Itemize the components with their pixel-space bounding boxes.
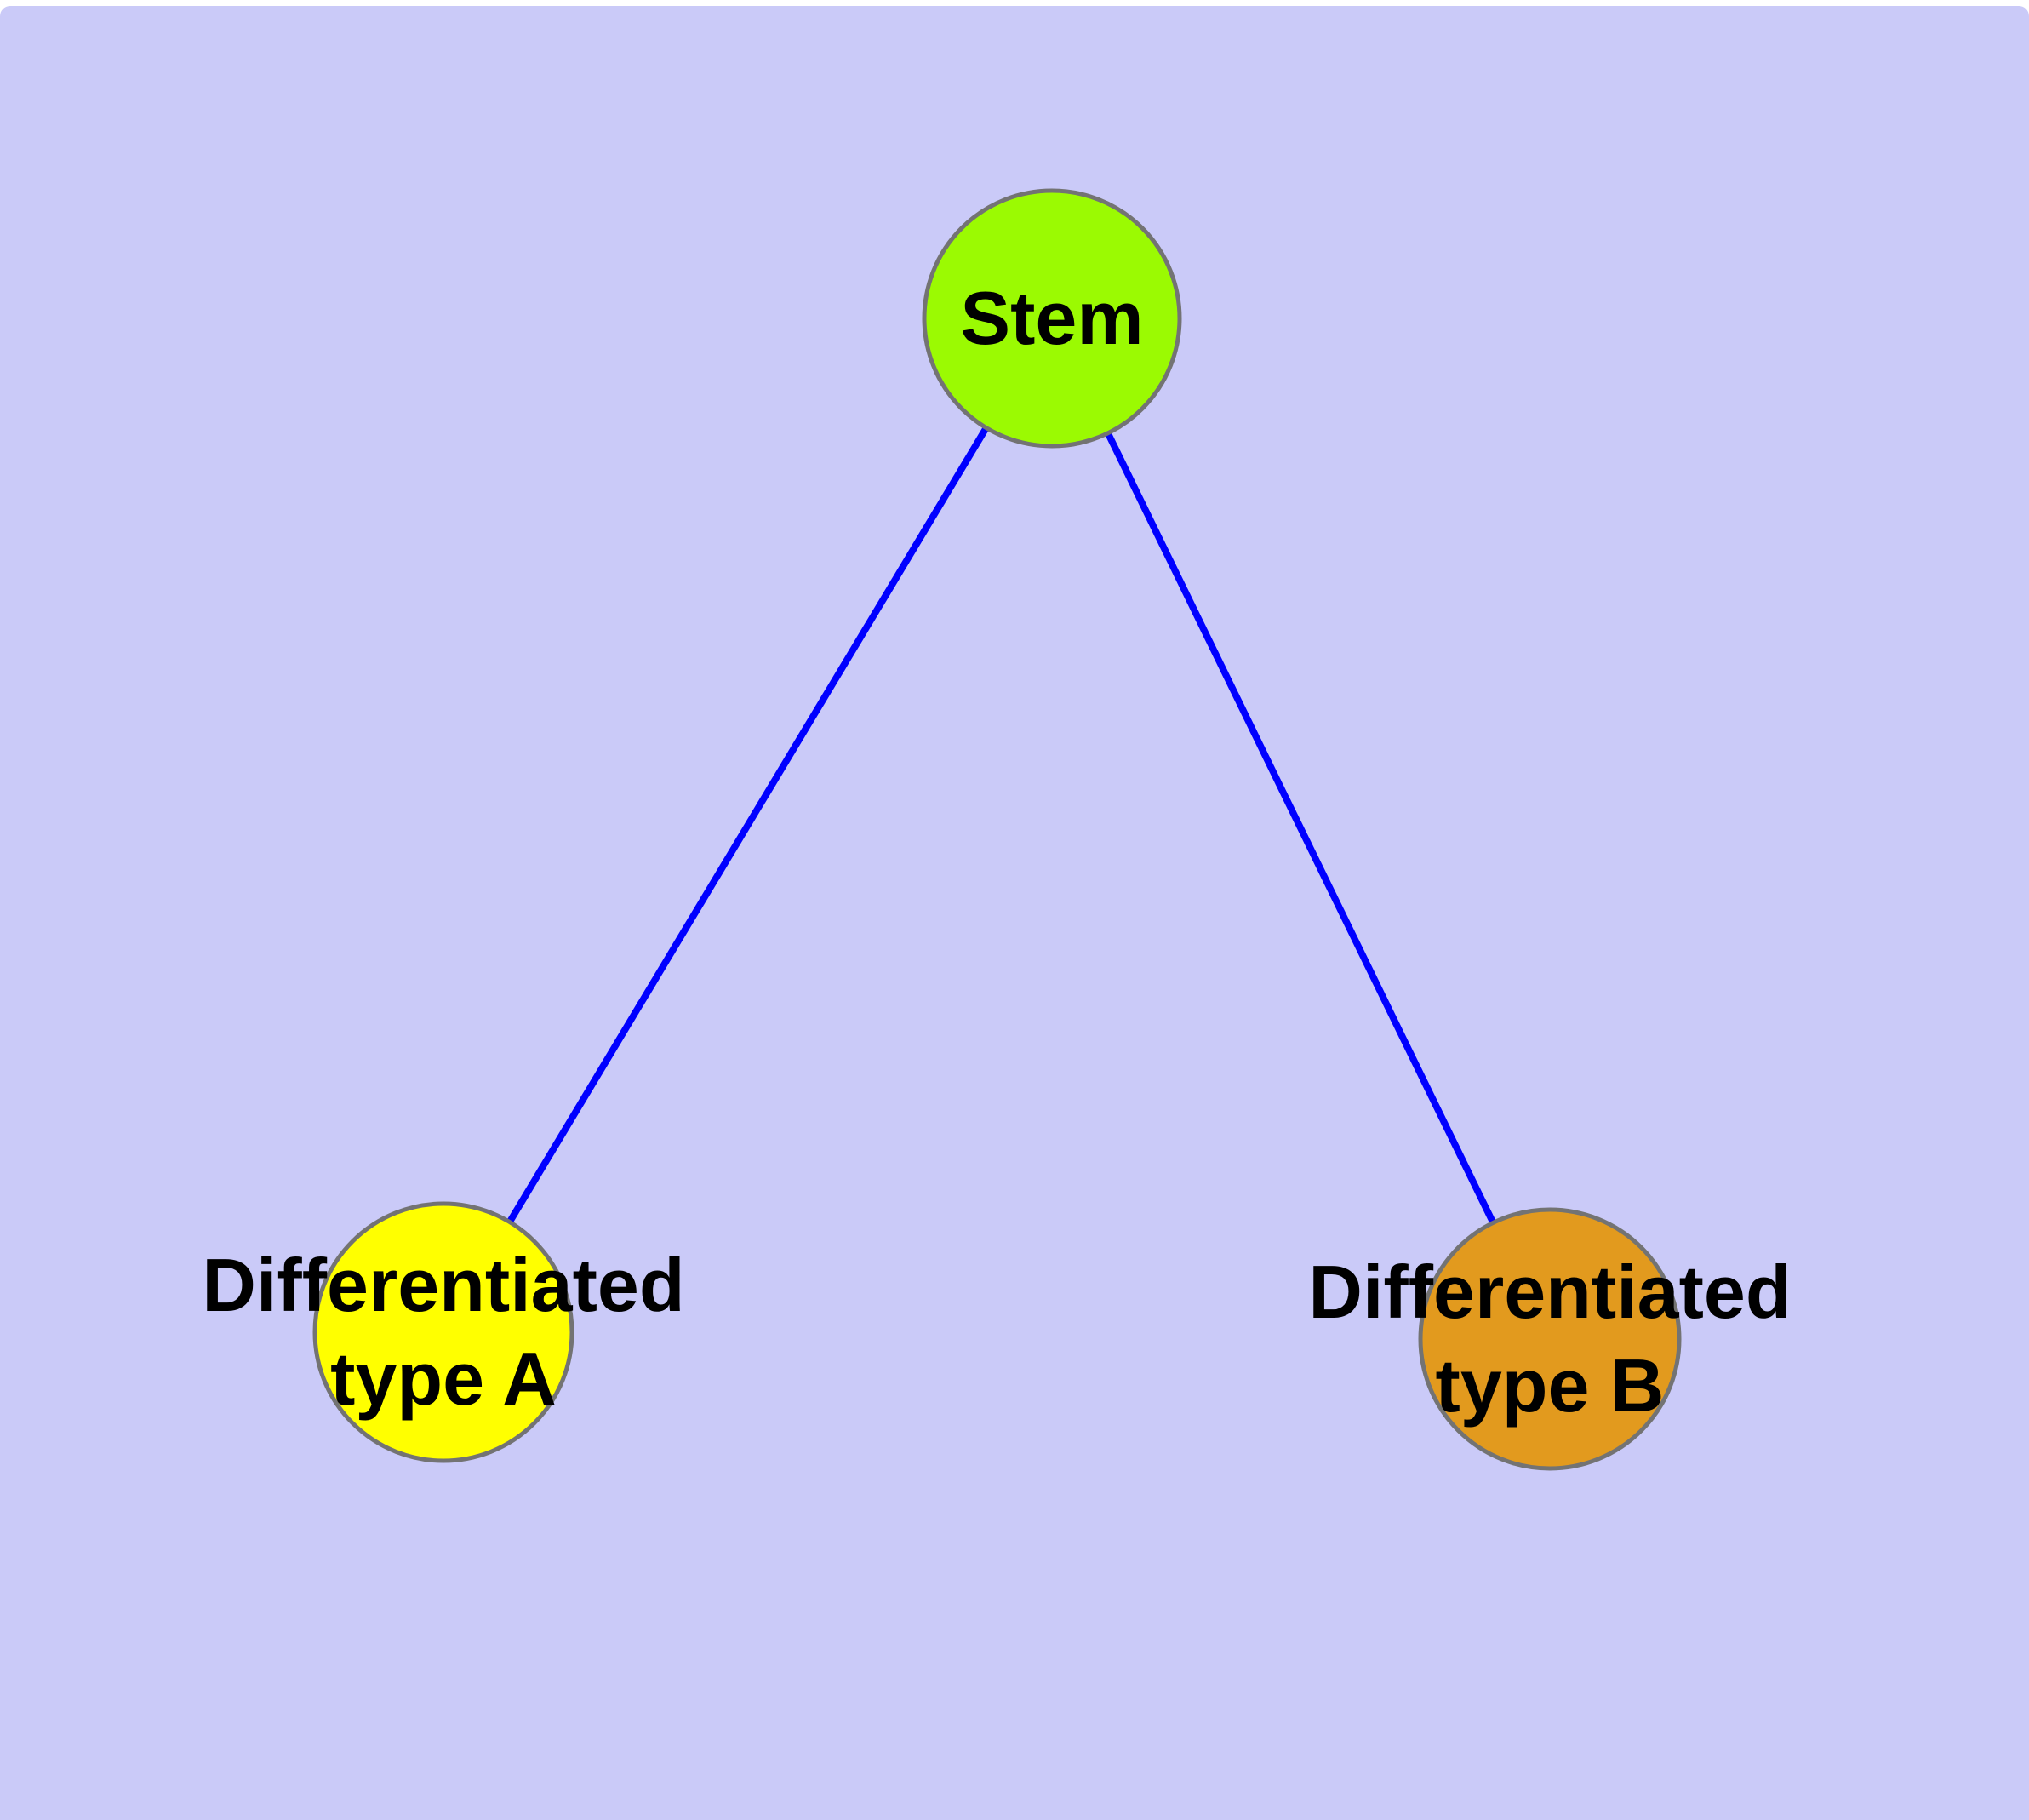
node-label-line: type A: [330, 1336, 557, 1421]
node-label-line: Differentiated: [1308, 1250, 1792, 1334]
node-type-b-label: Differentiated type B: [1308, 1245, 1791, 1433]
node-stem-circle: [922, 188, 1182, 449]
node-stem-label: Stem: [960, 272, 1143, 365]
edge-stem-to-type-a: [440, 316, 1055, 1335]
node-type-b-circle: [1418, 1207, 1682, 1471]
node-label-line: Differentiated: [202, 1243, 685, 1327]
node-label-line: type B: [1435, 1343, 1665, 1428]
node-label-line: Stem: [960, 276, 1144, 360]
node-type-a-label: Differentiated type A: [202, 1239, 684, 1426]
node-type-a-circle: [312, 1201, 574, 1463]
edge-stem-to-type-b: [1049, 317, 1553, 1341]
